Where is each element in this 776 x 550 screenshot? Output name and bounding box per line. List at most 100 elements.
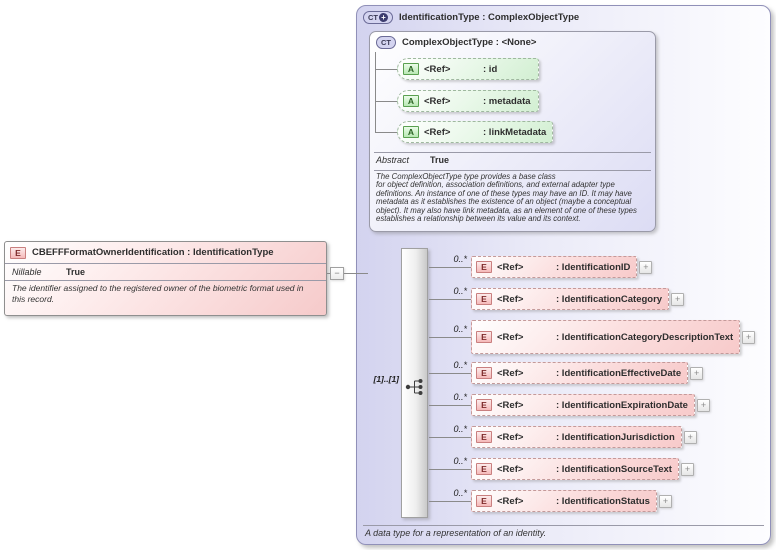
- cardinality-label: 0..*: [453, 488, 467, 498]
- element-box-identificationeffectivedate[interactable]: E <Ref> : IdentificationEffectiveDate: [471, 362, 689, 384]
- attribute-name: : linkMetadata: [483, 126, 547, 138]
- expand-button[interactable]: +: [680, 462, 694, 476]
- element-box-identificationid[interactable]: E <Ref> : IdentificationID: [471, 256, 638, 278]
- cardinality-label: 0..*: [453, 456, 467, 466]
- element-icon: E: [476, 367, 492, 379]
- element-row-identificationcategorydescriptiontext: 0..* E <Ref> : IdentificationCategoryDes…: [429, 320, 756, 354]
- element-icon: E: [476, 463, 492, 475]
- expand-button[interactable]: +: [671, 292, 685, 306]
- element-box-identificationexpirationdate[interactable]: E <Ref> : IdentificationExpirationDate: [471, 394, 695, 416]
- type-header: CT + IdentificationType : ComplexObjectT…: [357, 6, 770, 29]
- element-ref: <Ref>: [497, 293, 524, 305]
- cardinality-label: 0..*: [453, 424, 467, 434]
- element-name: : IdentificationSourceText: [556, 463, 672, 475]
- abstract-row: Abstract True: [370, 154, 655, 166]
- attribute-icon: A: [403, 126, 419, 138]
- expand-button[interactable]: +: [658, 494, 672, 508]
- element-name: : IdentificationID: [556, 261, 631, 273]
- element-icon: E: [476, 331, 492, 343]
- nillable-row: Nillable True: [5, 264, 326, 280]
- attribute-ref: <Ref>: [424, 126, 451, 138]
- element-row-identificationstatus: 0..* E <Ref> : IdentificationStatus +: [429, 488, 672, 512]
- element-box-identificationsourcetext[interactable]: E <Ref> : IdentificationSourceText: [471, 458, 679, 480]
- element-row-identificationjurisdiction: 0..* E <Ref> : IdentificationJurisdictio…: [429, 424, 697, 448]
- element-name: : IdentificationStatus: [556, 495, 650, 507]
- element-connector: [429, 266, 471, 268]
- attribute-icon: A: [403, 63, 419, 75]
- element-row-identificationcategory: 0..* E <Ref> : IdentificationCategory +: [429, 286, 685, 310]
- collapse-button[interactable]: −: [330, 267, 344, 280]
- cardinality-label: 0..*: [453, 286, 467, 296]
- cardinality-label: 0..*: [453, 392, 467, 402]
- element-name: : IdentificationJurisdiction: [556, 431, 675, 443]
- attribute-item-linkmetadata[interactable]: A <Ref> : linkMetadata: [397, 121, 554, 143]
- left-element-box[interactable]: E CBEFFFormatOwnerIdentification : Ident…: [4, 241, 327, 316]
- nillable-value: True: [66, 267, 86, 277]
- element-box-identificationcategory[interactable]: E <Ref> : IdentificationCategory: [471, 288, 670, 310]
- attribute-name: : metadata: [483, 95, 531, 107]
- attribute-branch: [375, 69, 397, 70]
- complex-type-icon: CT: [376, 36, 396, 49]
- attribute-item-id[interactable]: A <Ref> : id: [397, 58, 539, 80]
- element-icon: E: [476, 431, 492, 443]
- ct-label: CT: [368, 13, 378, 22]
- element-connector: [429, 436, 471, 438]
- attribute-name: : id: [483, 63, 498, 75]
- element-icon: E: [476, 399, 492, 411]
- expand-button[interactable]: +: [683, 430, 697, 444]
- element-ref: <Ref>: [497, 495, 524, 507]
- element-connector: [429, 336, 471, 338]
- element-box-identificationcategorydescriptiontext[interactable]: E <Ref> : IdentificationCategoryDescript…: [471, 320, 741, 354]
- divider: [374, 170, 651, 171]
- abstract-value: True: [430, 155, 450, 165]
- element-connector: [429, 500, 471, 502]
- element-row-identificationsourcetext: 0..* E <Ref> : IdentificationSourceText …: [429, 456, 694, 480]
- attribute-item-metadata[interactable]: A <Ref> : metadata: [397, 90, 539, 112]
- cardinality-label: 0..*: [453, 324, 467, 334]
- attribute-ref: <Ref>: [424, 63, 451, 75]
- divider: [5, 280, 326, 281]
- complex-type-plus-icon: CT +: [363, 11, 393, 24]
- type-title: IdentificationType : ComplexObjectType: [399, 12, 580, 23]
- expand-button[interactable]: +: [639, 260, 653, 274]
- element-name: : IdentificationCategory: [556, 293, 663, 305]
- element-ref: <Ref>: [497, 431, 524, 443]
- attribute-branch: [375, 132, 397, 133]
- element-row-identificationeffectivedate: 0..* E <Ref> : IdentificationEffectiveDa…: [429, 360, 704, 384]
- base-type-header: CT ComplexObjectType : <None>: [370, 32, 655, 53]
- attribute-ref: <Ref>: [424, 95, 451, 107]
- element-name: : IdentificationEffectiveDate: [556, 367, 682, 379]
- expand-button[interactable]: +: [696, 398, 710, 412]
- element-connector: [429, 404, 471, 406]
- base-type-description: The ComplexObjectType type provides a ba…: [376, 172, 637, 224]
- sequence-icon: [404, 377, 426, 402]
- attribute-icon: A: [403, 95, 419, 107]
- identification-type-box: CT + IdentificationType : ComplexObjectT…: [356, 5, 771, 545]
- sequence-bar: [401, 248, 428, 518]
- left-element-header: E CBEFFFormatOwnerIdentification : Ident…: [5, 242, 326, 263]
- element-box-identificationjurisdiction[interactable]: E <Ref> : IdentificationJurisdiction: [471, 426, 682, 448]
- element-connector: [429, 372, 471, 374]
- connector-line: [327, 273, 368, 274]
- element-box-identificationstatus[interactable]: E <Ref> : IdentificationStatus: [471, 490, 657, 512]
- element-connector: [429, 468, 471, 470]
- element-icon: E: [10, 246, 26, 259]
- ct-label: CT: [381, 38, 391, 47]
- element-ref: <Ref>: [497, 367, 524, 379]
- divider: [5, 263, 326, 264]
- element-ref: <Ref>: [497, 399, 524, 411]
- element-row-identificationid: 0..* E <Ref> : IdentificationID +: [429, 254, 653, 278]
- cardinality-label: 0..*: [453, 360, 467, 370]
- divider: [374, 152, 651, 153]
- element-ref: <Ref>: [497, 261, 524, 273]
- cardinality-label: 0..*: [453, 254, 467, 264]
- expand-button[interactable]: +: [690, 366, 704, 380]
- element-icon: E: [476, 293, 492, 305]
- sequence-cardinality: [1]..[1]: [373, 374, 400, 384]
- element-name: : IdentificationCategoryDescriptionText: [556, 331, 734, 343]
- type-footer-divider: [363, 525, 764, 526]
- left-element-title: CBEFFFormatOwnerIdentification : Identif…: [32, 247, 274, 258]
- element-ref: <Ref>: [497, 331, 524, 343]
- expand-button[interactable]: +: [742, 330, 756, 344]
